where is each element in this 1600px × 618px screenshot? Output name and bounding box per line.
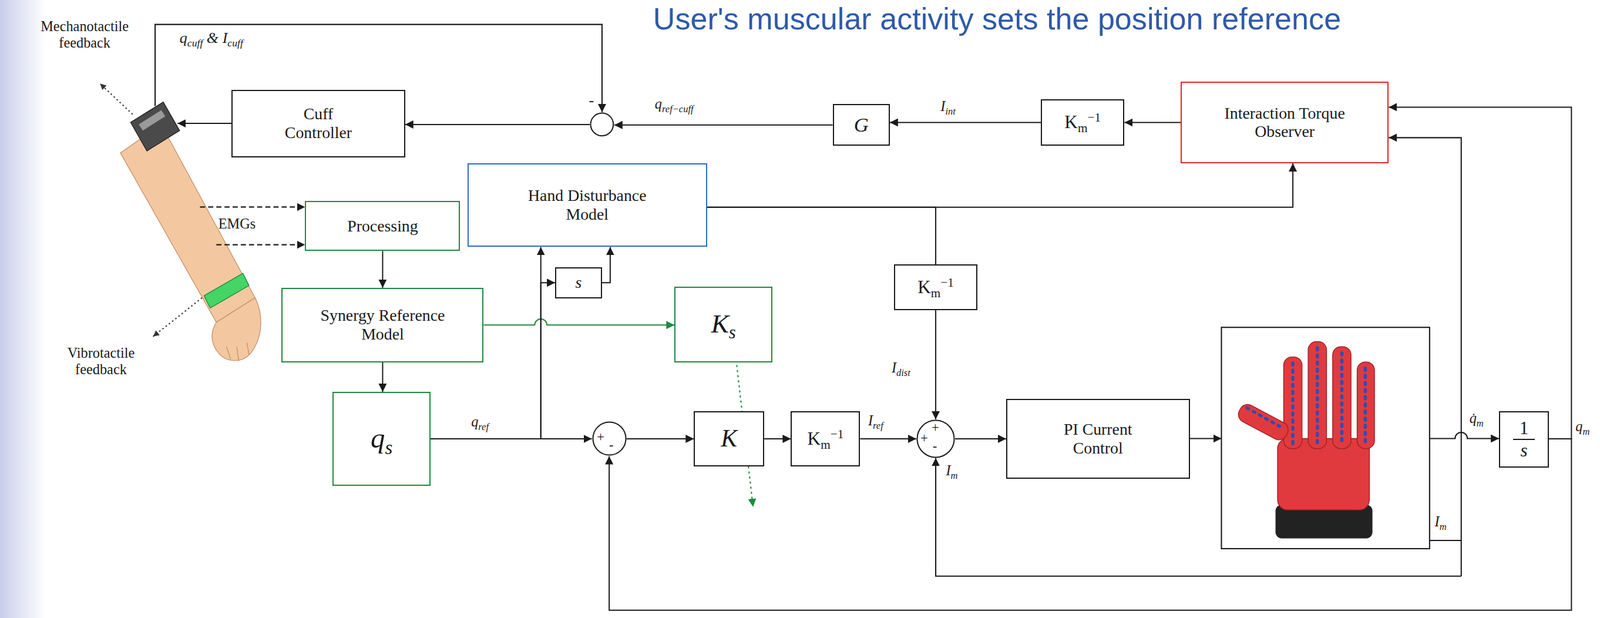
node-label: PI Current Control bbox=[1046, 419, 1149, 458]
signal-label: qcuff & Icuff bbox=[179, 29, 244, 47]
thumb bbox=[1235, 401, 1291, 443]
node-label: Km−1 bbox=[917, 276, 954, 298]
wires bbox=[99, 24, 1499, 577]
sign-label: + bbox=[931, 421, 940, 435]
summing-junction: - bbox=[589, 112, 615, 137]
node-label: Interaction Torque Observer bbox=[1208, 103, 1362, 142]
velocity-wire bbox=[1429, 432, 1499, 439]
human-hand bbox=[212, 297, 261, 361]
summing-junction: ++- bbox=[916, 419, 956, 459]
robotic-hand-illustration bbox=[1221, 327, 1430, 549]
signal-label: Im bbox=[1434, 513, 1447, 530]
signal-label: Im bbox=[945, 462, 958, 479]
integrator-box: 1s bbox=[1498, 411, 1549, 468]
haptic-cuff bbox=[130, 102, 180, 151]
junction-circle bbox=[917, 420, 955, 458]
derivative-box: s bbox=[555, 267, 603, 299]
signal-connector bbox=[764, 438, 791, 440]
signal-connector bbox=[935, 310, 937, 420]
process-box: Processing bbox=[304, 200, 460, 251]
signal-connector bbox=[955, 438, 1007, 440]
signal-connector bbox=[483, 318, 675, 325]
gain-box: G bbox=[832, 103, 890, 146]
junction-outline bbox=[589, 112, 615, 137]
node-label: G bbox=[854, 113, 869, 137]
node-label: K bbox=[720, 424, 738, 453]
node-label: Processing bbox=[347, 216, 418, 236]
node-label: Cuff Controller bbox=[277, 104, 360, 143]
sign-label: + bbox=[596, 430, 605, 445]
signal-connector bbox=[614, 124, 833, 126]
signal-connector bbox=[1388, 106, 1572, 439]
slide-title: User's muscular activity sets the positi… bbox=[653, 1, 1341, 38]
signal-connector bbox=[1124, 121, 1181, 123]
signal-connector bbox=[626, 438, 695, 440]
reference-box: qs bbox=[332, 391, 431, 486]
signal-connector bbox=[405, 123, 590, 126]
signal-connector bbox=[889, 121, 1041, 123]
node-label: Synergy Reference Model bbox=[306, 306, 460, 344]
gain-box: Km−1 bbox=[790, 411, 860, 467]
motor-command-wire bbox=[1190, 437, 1222, 439]
signal-connector bbox=[707, 163, 1293, 208]
gain-box: Km−1 bbox=[1040, 99, 1125, 147]
model-box: Synergy Reference Model bbox=[281, 287, 484, 363]
signal-connector bbox=[707, 207, 936, 265]
cuff-command-wire bbox=[177, 122, 232, 124]
node-label: s bbox=[1520, 439, 1528, 462]
finger-joints bbox=[1246, 347, 1366, 445]
node-label: Km−1 bbox=[1064, 111, 1101, 133]
palm bbox=[1277, 438, 1370, 510]
node-label: s bbox=[575, 273, 583, 292]
node-label: 1 bbox=[1513, 417, 1535, 440]
controller-box: PI Current Control bbox=[1006, 398, 1191, 479]
signal-label: Vibrotactile feedback bbox=[44, 344, 157, 378]
sign-label: - bbox=[932, 439, 938, 454]
current-tap-wire bbox=[1429, 539, 1462, 541]
signal-label: Mechanotactile feedback bbox=[28, 18, 141, 52]
emg-wire bbox=[200, 206, 306, 208]
finger-lines bbox=[226, 342, 250, 361]
signal-label: EMGs bbox=[218, 215, 257, 233]
gain-box: Km−1 bbox=[893, 264, 978, 311]
sign-label: + bbox=[920, 431, 929, 446]
node-label: Hand Disturbance Model bbox=[510, 186, 664, 224]
summing-junction: +- bbox=[592, 421, 627, 456]
junction-circle bbox=[592, 422, 626, 456]
signal-connector bbox=[381, 250, 383, 288]
node-label: Ks bbox=[711, 308, 736, 340]
gain-box: Ks bbox=[674, 286, 773, 363]
signal-label: qref−cuff bbox=[653, 95, 696, 113]
mechanotactile-leader bbox=[99, 83, 133, 114]
junction-circle bbox=[590, 113, 614, 137]
signal-label: qm bbox=[1575, 418, 1590, 435]
cuff-stripe bbox=[138, 109, 166, 131]
signal-connector bbox=[381, 362, 383, 392]
signal-connector bbox=[602, 246, 611, 283]
sign-label: - bbox=[588, 92, 594, 109]
sign-label: - bbox=[609, 438, 614, 453]
signal-label: q̇m bbox=[1469, 409, 1484, 427]
image-frame bbox=[1221, 327, 1430, 549]
controller-box: Cuff Controller bbox=[231, 89, 405, 158]
signal-connector bbox=[859, 438, 917, 440]
emg-wire bbox=[216, 244, 305, 246]
observer-box: Interaction Torque Observer bbox=[1180, 81, 1389, 164]
signal-label: Iint bbox=[938, 98, 958, 115]
vibrotactile-band bbox=[203, 273, 249, 308]
node-label: qs bbox=[370, 422, 393, 456]
gain-box: K bbox=[693, 411, 765, 467]
signal-label: qref bbox=[469, 413, 491, 430]
vibrotactile-leader bbox=[153, 297, 203, 337]
signal-label: Idist bbox=[889, 359, 913, 376]
model-box: Hand Disturbance Model bbox=[467, 163, 708, 247]
signal-label: Iref bbox=[866, 412, 886, 429]
node-label: Km−1 bbox=[807, 428, 845, 450]
